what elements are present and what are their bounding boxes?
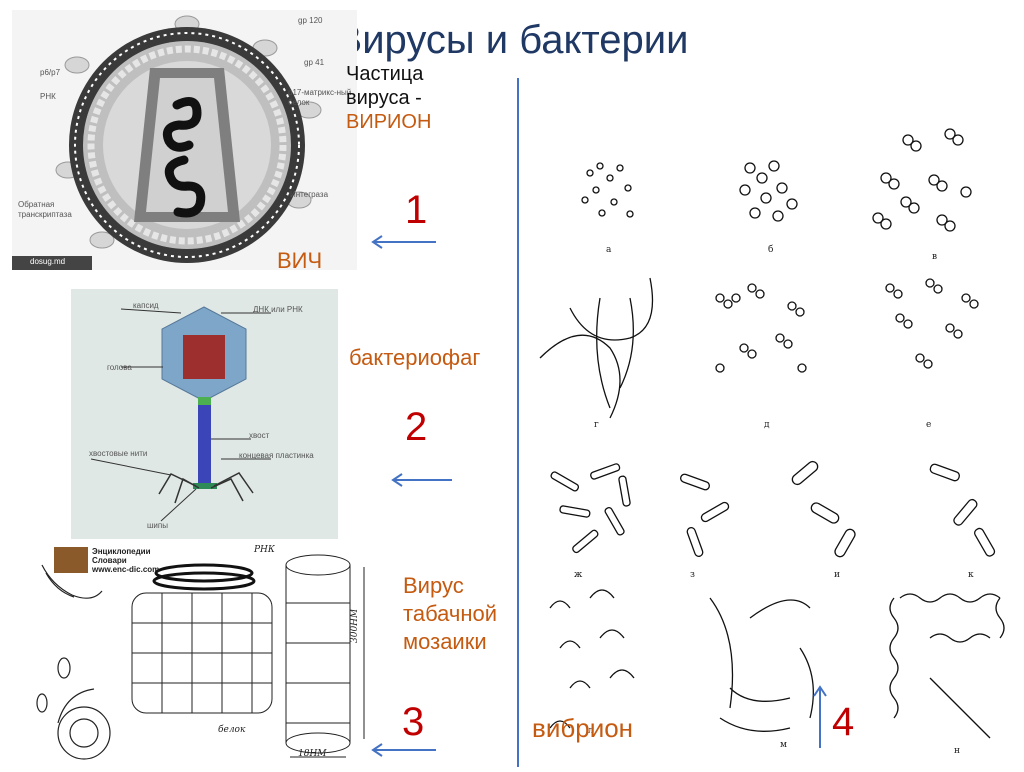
vertical-divider — [517, 78, 519, 767]
label-capsid: капсид — [133, 301, 159, 310]
label-integrase: Интеграза — [290, 190, 328, 199]
label-reverse-transcriptase: Обратная транскриптаза — [18, 200, 82, 220]
label-tmv-protein: белок — [218, 725, 245, 735]
label-k: к — [968, 570, 974, 580]
label-gp41: gp 41 — [304, 58, 324, 67]
logo-line3: www.enc-dic.com — [92, 565, 159, 574]
label-n: н — [954, 746, 960, 756]
tmv-caption-line1: Вирус — [403, 572, 523, 600]
arrow-4-icon — [812, 684, 828, 750]
label-tail: хвост — [249, 431, 269, 440]
label-18nm: 18НМ — [298, 749, 327, 759]
hiv-virion-image: gp 120 gp 41 p6/p7 РНК p17-матрикс-ный б… — [12, 10, 357, 270]
virion-caption-line2: вируса - — [346, 86, 466, 110]
number-3: 3 — [402, 700, 424, 745]
bacteria-drawing — [530, 118, 1024, 767]
bacteriophage-caption: бактериофаг — [349, 344, 480, 372]
hiv-caption: ВИЧ — [277, 247, 322, 275]
vibrion-caption: вибрион — [532, 713, 633, 744]
label-p6p7: p6/p7 — [40, 68, 60, 77]
label-d: д — [764, 420, 770, 430]
virion-caption: Частица вируса - ВИРИОН — [346, 62, 466, 134]
label-gp120: gp 120 — [298, 16, 322, 25]
label-g: г — [594, 420, 599, 430]
tmv-caption-line2: табачной — [403, 600, 523, 628]
label-v: в — [932, 252, 937, 262]
logo-line2: Словари — [92, 556, 159, 565]
label-p17-matrix: p17-матрикс-ный белок — [288, 88, 352, 108]
label-zh: ж — [574, 570, 582, 580]
label-tail-fibers: хвостовые нити — [89, 449, 147, 458]
arrow-3-icon — [368, 742, 438, 758]
label-rna: РНК — [40, 92, 56, 101]
tmv-image: Энциклопедии Словари www.enc-dic.com РНК… — [34, 543, 384, 767]
bacteria-plate-image: а б в г д е ж з и к л м н — [530, 118, 1024, 767]
tmv-caption: Вирус табачной мозаики — [403, 572, 523, 656]
tmv-caption-line3: мозаики — [403, 628, 523, 656]
label-b: б — [768, 245, 773, 255]
tmv-drawing — [34, 543, 384, 767]
label-baseplate: концевая пластинка — [239, 451, 314, 460]
label-e: е — [926, 420, 931, 430]
arrow-1-icon — [368, 234, 438, 250]
label-dna-rna: ДНК или РНК — [253, 305, 303, 314]
bacteriophage-drawing — [71, 289, 338, 539]
encyclopedia-logo: Энциклопедии Словари www.enc-dic.com — [92, 547, 159, 574]
label-m: м — [780, 740, 787, 750]
arrow-2-icon — [388, 472, 454, 488]
virion-caption-line3: ВИРИОН — [346, 110, 466, 134]
number-2: 2 — [405, 405, 427, 450]
label-i: и — [834, 570, 840, 580]
label-tmv-rna: РНК — [254, 545, 275, 555]
hiv-virion-drawing — [12, 10, 357, 270]
watermark-dosug: dosug.md — [30, 257, 65, 266]
label-z: з — [690, 570, 695, 580]
virion-caption-line1: Частица — [346, 62, 466, 86]
number-4: 4 — [832, 700, 854, 745]
bacteriophage-image: капсид ДНК или РНК голова хвост хвостовы… — [71, 289, 338, 539]
label-spikes: шипы — [147, 521, 168, 530]
label-a: а — [606, 245, 611, 255]
number-1: 1 — [405, 188, 427, 233]
label-300nm: 300НМ — [350, 609, 360, 643]
label-head: голова — [107, 363, 132, 372]
logo-line1: Энциклопедии — [92, 547, 159, 556]
